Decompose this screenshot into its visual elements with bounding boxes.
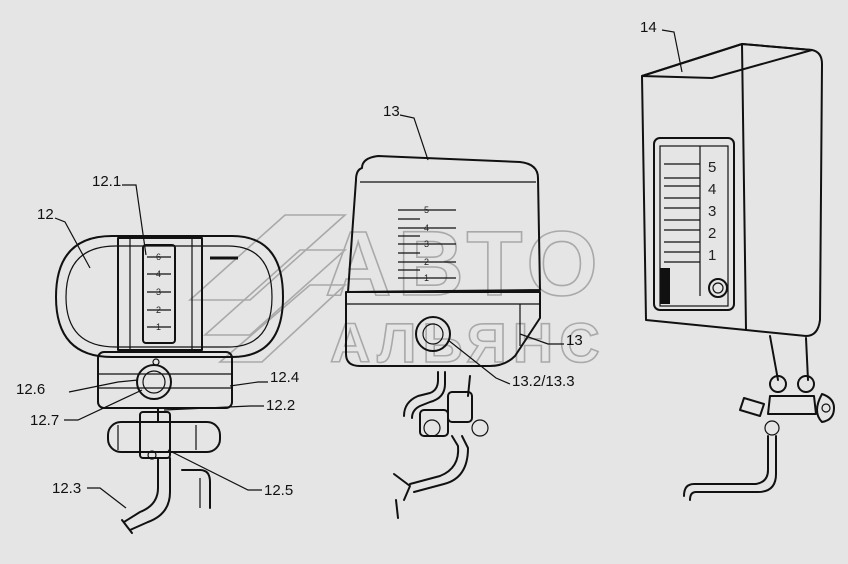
callout-12-3: 12.3 [52, 480, 81, 497]
scale-tick [147, 256, 171, 328]
scale-mark-4: 4 [424, 223, 429, 233]
heater-13: 5 4 3 2 1 13 13 13.2/13.3 [345, 103, 583, 519]
callout-13-side: 13 [566, 332, 583, 349]
heater-12-body [55, 235, 284, 534]
scale-mark-4: 4 [156, 269, 161, 279]
heater-12-callouts: 12 12.1 12.6 12.7 12.4 12.2 12.5 12.3 [16, 173, 299, 509]
scale-mark-6: 6 [156, 252, 161, 262]
heater-13-body [345, 155, 541, 519]
scale-mark-1: 1 [156, 322, 161, 332]
scale-mark-3: 3 [424, 239, 429, 249]
callout-12-6: 12.6 [16, 381, 45, 398]
callout-12: 12 [37, 206, 54, 223]
scale-mark-5: 5 [708, 159, 716, 176]
scale-mark-3: 3 [708, 203, 716, 220]
heater-12-scale: 6 4 3 2 1 [147, 252, 171, 332]
scale-tick [664, 163, 700, 263]
scale-mark-5: 5 [424, 205, 429, 215]
heater-12: 6 4 3 2 1 12 12.1 12.6 12.7 12.4 12.2 12… [16, 173, 299, 534]
scale-tick [398, 209, 456, 279]
scale-mark-1: 1 [708, 247, 716, 264]
heater-13-callouts: 13 13 13.2/13.3 [383, 103, 583, 390]
heater-14-callouts: 14 [640, 19, 683, 73]
scale-mark-2: 2 [156, 305, 161, 315]
heater-14-body [641, 43, 835, 501]
callout-12-4: 12.4 [270, 369, 299, 386]
scale-mark-1: 1 [424, 273, 429, 283]
watermark-line2: АЛЬЯНС [330, 311, 606, 374]
callout-12-5: 12.5 [264, 482, 293, 499]
watermark-logo-icon [187, 214, 348, 363]
scale-mark-3: 3 [156, 287, 161, 297]
callout-12-2: 12.2 [266, 397, 295, 414]
watermark: АВТО АЛЬЯНС [187, 212, 606, 375]
callout-12-7: 12.7 [30, 412, 59, 429]
heater-14: 5 4 3 2 1 14 [640, 19, 835, 501]
callout-12-1: 12.1 [92, 173, 121, 190]
heater-13-scale: 5 4 3 2 1 [398, 205, 456, 283]
heater-14-scale: 5 4 3 2 1 [664, 159, 716, 264]
scale-mark-2: 2 [424, 257, 429, 267]
scale-mark-4: 4 [708, 181, 716, 198]
callout-13-top: 13 [383, 103, 400, 120]
callout-14: 14 [640, 19, 657, 36]
watermark-line1: АВТО [325, 213, 604, 315]
scale-mark-2: 2 [708, 225, 716, 242]
callout-13-2-3: 13.2/13.3 [512, 373, 575, 390]
